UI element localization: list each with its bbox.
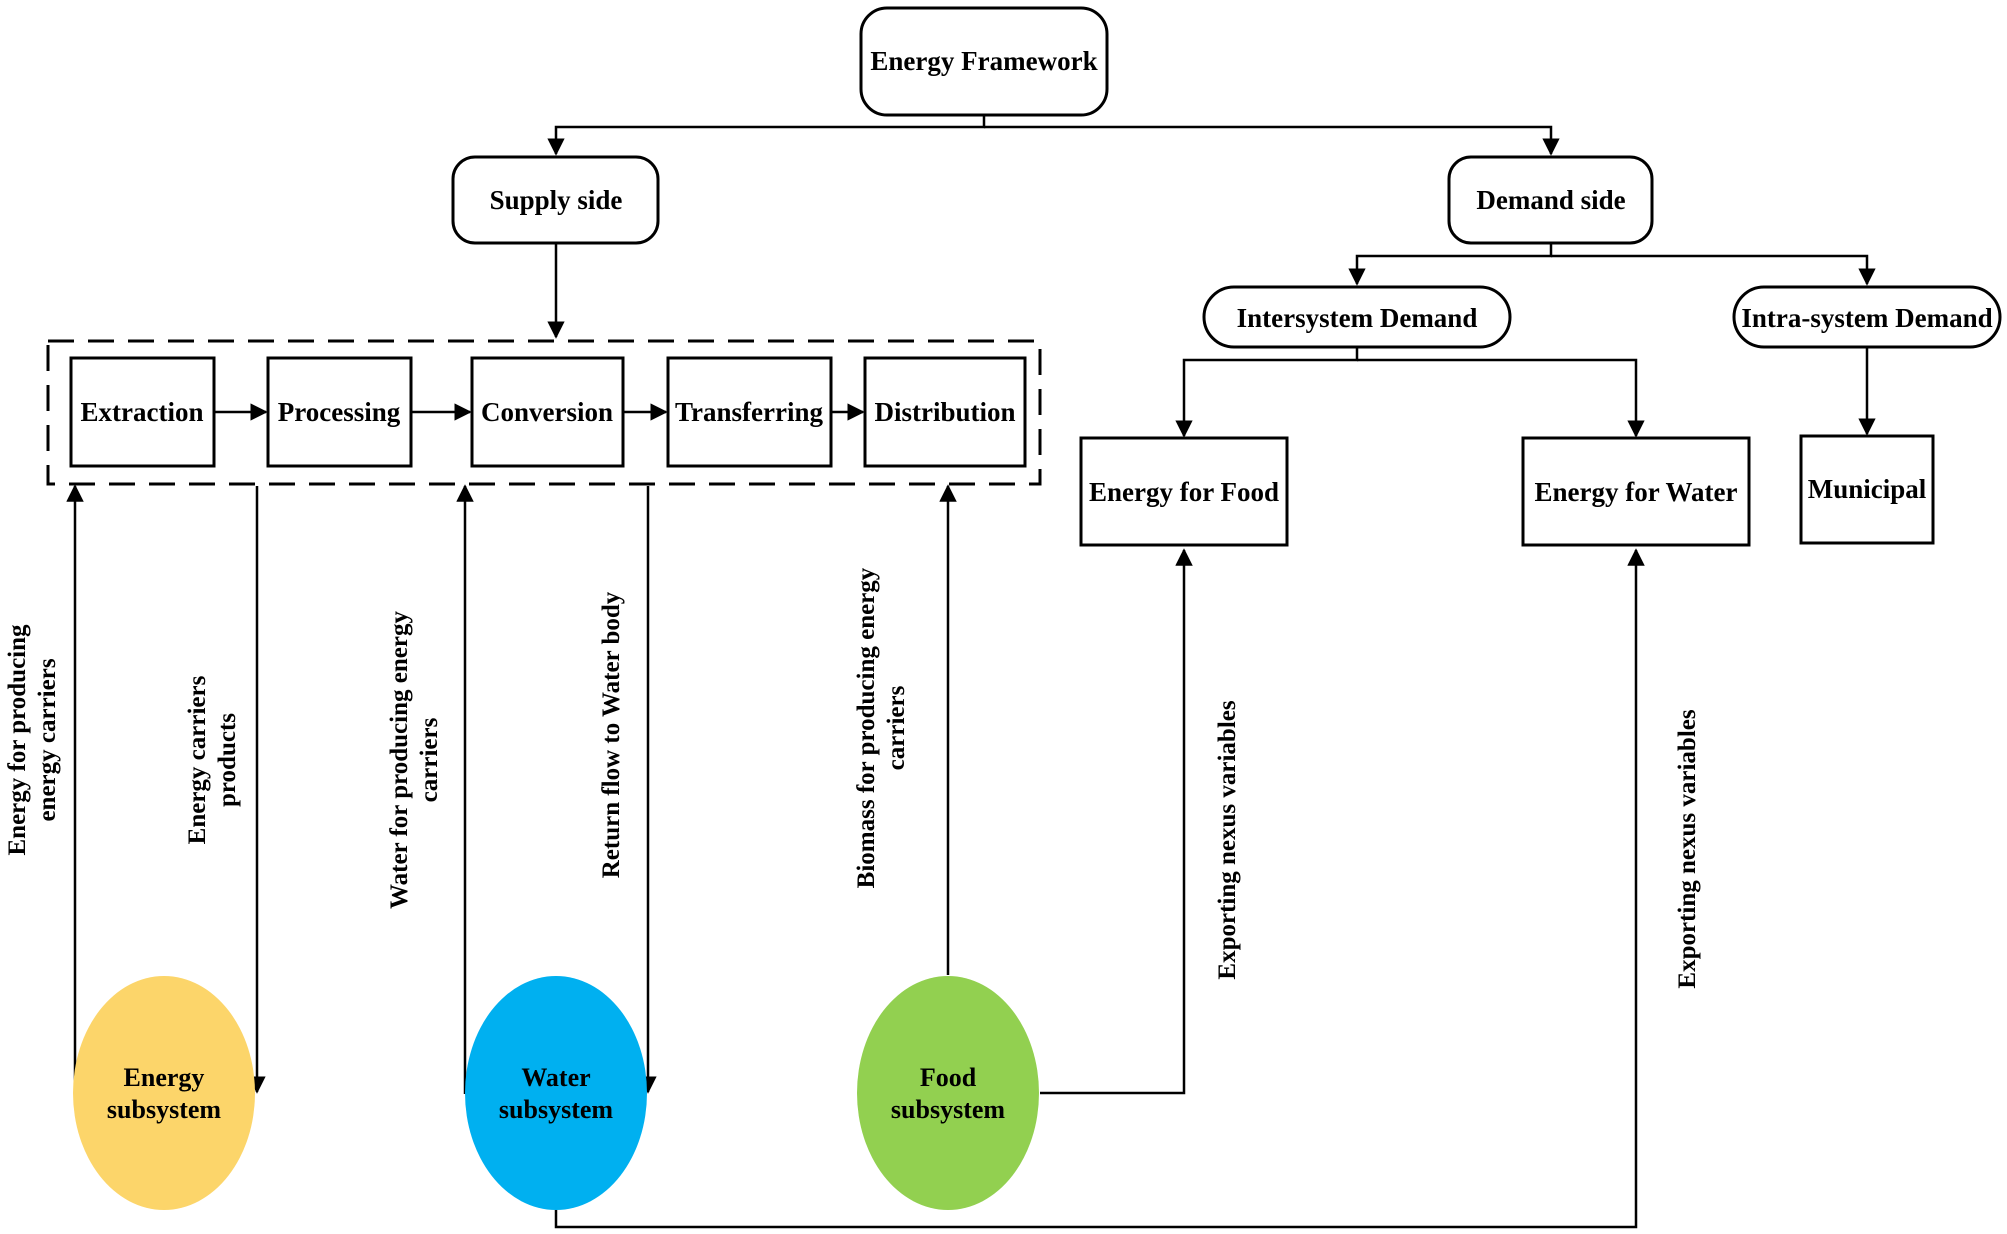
chain-label-transferring: Transferring: [675, 397, 823, 427]
chain-box-processing: Processing: [266, 356, 413, 468]
root-label: Energy Framework: [870, 46, 1097, 76]
chain-label-distribution: Distribution: [874, 397, 1015, 427]
energy-in-label-line2: energy carriers: [34, 658, 61, 821]
root-to-demand-arrow: [984, 125, 1560, 156]
intersystem-to-water-arrow: [1357, 358, 1645, 438]
water-subsystem-ellipse: [465, 976, 647, 1210]
water-out-label-line1: Return flow to Water body: [598, 591, 625, 878]
root-to-supply-arrow: [547, 116, 986, 156]
energy-subsystem: Energy subsystem: [73, 976, 255, 1210]
water-subsystem-line1: Water: [521, 1063, 590, 1092]
export-water-label-line1: Exporting nexus variables: [1674, 709, 1701, 988]
food-subsystem-line2: subsystem: [891, 1095, 1005, 1124]
biomass-in-label: Biomass for producing energy carriers: [853, 567, 910, 888]
demand-to-intersystem-arrow: [1348, 244, 1553, 286]
supply-side-label: Supply side: [490, 185, 623, 215]
export-food-label: Exporting nexus variables: [1214, 700, 1241, 979]
energy-for-water-label: Energy for Water: [1535, 477, 1738, 507]
demand-side-node: Demand side: [1447, 155, 1654, 245]
energy-for-food-node: Energy for Food: [1079, 436, 1289, 547]
municipal-node: Municipal: [1799, 434, 1935, 545]
energy-subsystem-line1: Energy: [124, 1063, 205, 1092]
water-in-label-line2: carriers: [416, 717, 443, 802]
connectors: [66, 116, 1876, 1229]
water-in-label-line1: Water for producing energy: [386, 611, 413, 909]
supply-chain-group: [46, 339, 1042, 486]
food-subsystem: Food subsystem: [857, 976, 1039, 1210]
intersystem-demand-node: Intersystem Demand: [1202, 285, 1512, 349]
intrasystem-demand-node: Intra-system Demand: [1732, 285, 2002, 349]
chain-box-distribution: Distribution: [863, 356, 1027, 468]
biomass-in-label-line1: Biomass for producing energy: [853, 567, 880, 888]
energy-in-label-line1: Energy for producing: [4, 624, 31, 856]
energy-subsystem-ellipse: [73, 976, 255, 1210]
energy-for-water-node: Energy for Water: [1521, 436, 1751, 547]
food-subsystem-line1: Food: [920, 1063, 977, 1092]
food-export-arrow: [1040, 548, 1193, 1095]
energy-for-food-label: Energy for Food: [1089, 477, 1279, 507]
demand-side-label: Demand side: [1476, 185, 1625, 215]
energy-out-label-line2: products: [214, 713, 241, 807]
intersystem-demand-label: Intersystem Demand: [1237, 303, 1478, 333]
biomass-in-label-line2: carriers: [883, 685, 910, 770]
water-export-arrow: [554, 548, 1645, 1229]
chain-label-processing: Processing: [278, 397, 401, 427]
demand-to-intrasystem-arrow: [1551, 254, 1876, 286]
energy-subsystem-line2: subsystem: [107, 1095, 221, 1124]
water-subsystem-line2: subsystem: [499, 1095, 613, 1124]
chain-label-extraction: Extraction: [81, 397, 204, 427]
water-in-label: Water for producing energy carriers: [386, 611, 443, 909]
intrasystem-demand-label: Intra-system Demand: [1741, 303, 1992, 333]
water-out-label: Return flow to Water body: [598, 591, 625, 878]
energy-out-label: Energy carriers products: [184, 675, 241, 844]
energy-out-label-line1: Energy carriers: [184, 675, 211, 844]
chain-box-conversion: Conversion: [470, 356, 625, 468]
water-subsystem: Water subsystem: [465, 976, 647, 1210]
chain-label-conversion: Conversion: [481, 397, 613, 427]
food-subsystem-ellipse: [857, 976, 1039, 1210]
municipal-label: Municipal: [1808, 474, 1927, 504]
export-food-label-line1: Exporting nexus variables: [1214, 700, 1241, 979]
supply-side-node: Supply side: [451, 155, 660, 245]
root-node: Energy Framework: [859, 6, 1109, 117]
chain-box-transferring: Transferring: [666, 356, 833, 468]
chain-box-extraction: Extraction: [69, 356, 216, 468]
export-water-label: Exporting nexus variables: [1674, 709, 1701, 988]
energy-in-label: Energy for producing energy carriers: [4, 624, 61, 856]
intersystem-to-food-arrow: [1175, 348, 1359, 438]
